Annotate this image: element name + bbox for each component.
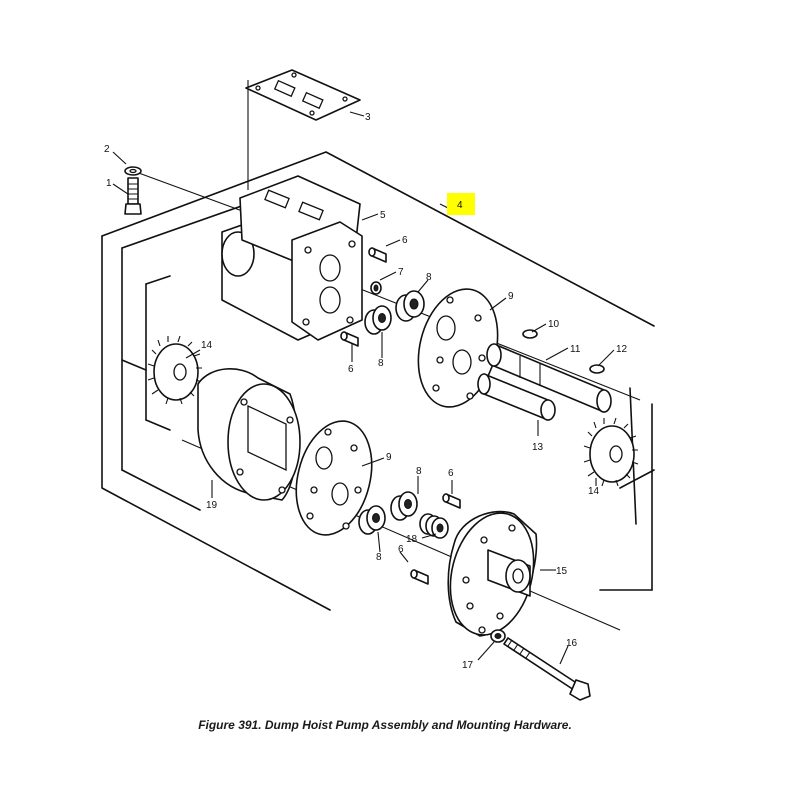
callout-8-upper-b: 8: [378, 358, 384, 369]
dowel-pin-lower-left: [340, 331, 359, 347]
callout-11: 11: [570, 344, 581, 355]
callout-8-upper-a: 8: [426, 272, 432, 283]
callout-6-bottom: 6: [398, 544, 404, 555]
callout-12: 12: [616, 344, 628, 355]
figure-caption: Figure 391. Dump Hoist Pump Assembly and…: [198, 718, 572, 732]
callout-9-upper: 9: [508, 291, 514, 302]
callout-7: 7: [398, 267, 404, 278]
dowel-pin-bottom: [410, 569, 429, 585]
callout-5: 5: [380, 210, 386, 221]
seal-ring-part: [370, 281, 382, 295]
driven-shaft-part: [477, 373, 556, 421]
washer-part: [124, 166, 142, 176]
bearing-upper-a: [395, 290, 425, 322]
callout-9-lower: 9: [386, 452, 392, 463]
pump-body-part: [221, 175, 363, 341]
callout-8-lower-a: 8: [416, 466, 422, 477]
callout-1: 1: [106, 178, 112, 189]
hex-bolt-part: [503, 637, 591, 701]
callout-10: 10: [548, 319, 560, 330]
bearing-lower-b: [358, 505, 386, 535]
pump-cover-part: [447, 510, 538, 637]
bearing-upper-b: [364, 305, 392, 335]
callout-6-mid: 6: [448, 468, 454, 479]
bearing-lower-a: [390, 491, 418, 521]
gear-right: [583, 417, 639, 487]
shaft-seal-part: [419, 513, 449, 539]
callout-14-left: 14: [201, 340, 213, 351]
lock-washer-part: [490, 629, 506, 643]
woodruff-key-12: [589, 364, 605, 374]
callout-6-upper: 6: [402, 235, 408, 246]
woodruff-key-10: [522, 329, 538, 339]
callout-2: 2: [104, 144, 110, 155]
gear-left: [147, 335, 203, 405]
callout-16: 16: [566, 638, 578, 649]
callout-8-lower-b: 8: [376, 552, 382, 563]
callout-4: 4: [457, 200, 463, 211]
dowel-pin-lower-mid: [442, 493, 461, 509]
dowel-pin-upper: [368, 247, 387, 263]
gasket-part: [245, 69, 361, 121]
callout-17: 17: [462, 660, 474, 671]
callout-19: 19: [206, 500, 218, 511]
callout-4-highlight: [447, 193, 475, 215]
callout-13: 13: [532, 442, 544, 453]
callout-labels: 1 2 3 4 5 6 7 8 9 10 11 12 13 14 14 8 6 …: [104, 112, 628, 671]
assembly-frame: [101, 151, 655, 611]
callout-14-right: 14: [588, 486, 600, 497]
callout-6-left: 6: [348, 364, 354, 375]
drive-shaft-part: [486, 343, 612, 413]
leader-lines: [112, 111, 615, 665]
callout-18: 18: [406, 534, 418, 545]
capscrew-part: [124, 177, 142, 215]
callout-3: 3: [365, 112, 371, 123]
callout-15: 15: [556, 566, 568, 577]
gear-housing-part: [197, 368, 301, 501]
wear-plate-lower: [295, 420, 373, 536]
